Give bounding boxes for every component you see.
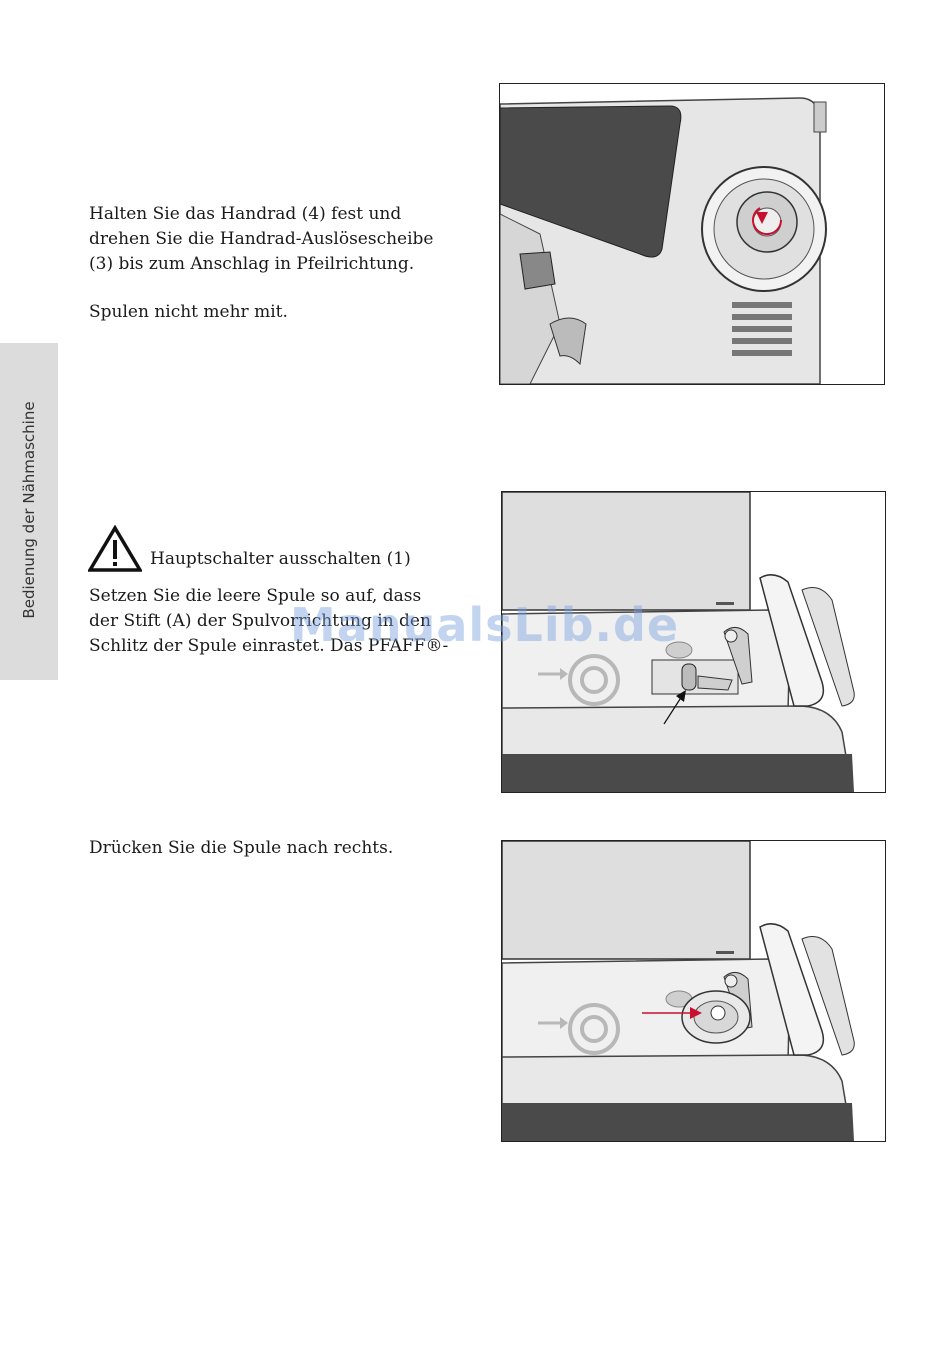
watermark: ManualsLib.de bbox=[290, 598, 680, 652]
instruction-line: der Stift (A) der Spulvorrichtung in den bbox=[89, 611, 431, 631]
instruction-line: Schlitz der Spule einrastet. Das PFAFF®- bbox=[89, 636, 449, 656]
side-tab-label: Bedienung der Nähmaschine bbox=[20, 401, 38, 619]
warning-icon bbox=[88, 525, 142, 572]
bobbin-push-figure bbox=[501, 840, 886, 1142]
side-tab bbox=[0, 343, 58, 680]
instruction-line: Halten Sie das Handrad (4) fest und bbox=[89, 204, 402, 224]
instruction-note: Spulen nicht mehr mit. bbox=[89, 302, 288, 322]
instruction-line: Drücken Sie die Spule nach rechts. bbox=[89, 838, 394, 858]
instruction-line: Setzen Sie die leere Spule so auf, dass bbox=[89, 586, 422, 606]
warning-text: Hauptschalter ausschalten (1) bbox=[150, 549, 411, 569]
handwheel-figure bbox=[499, 83, 885, 385]
instruction-line: (3) bis zum Anschlag in Pfeilrichtung. bbox=[89, 254, 415, 274]
bobbin-winder-figure bbox=[501, 491, 886, 793]
instruction-line: drehen Sie die Handrad-Auslösescheibe bbox=[89, 229, 434, 249]
